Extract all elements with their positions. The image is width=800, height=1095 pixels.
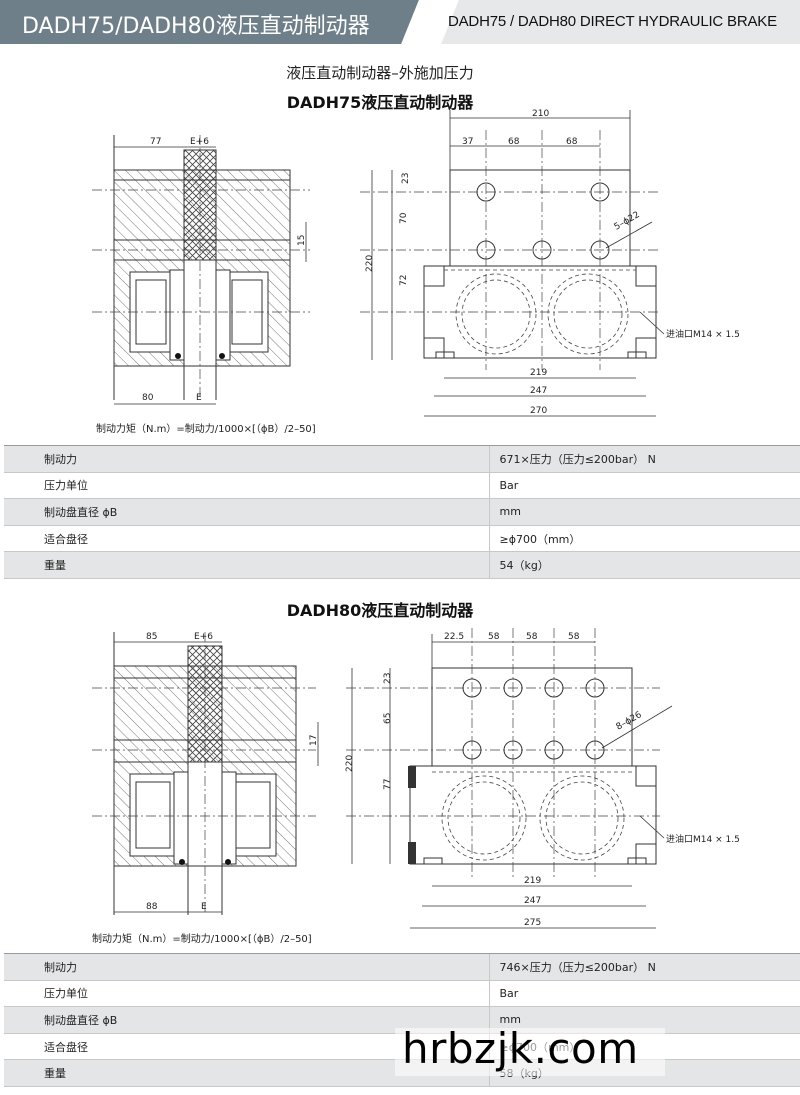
- dadh75-drawing: 77 E+6 15 80 E: [92, 109, 740, 417]
- dim-17: 17: [309, 735, 319, 746]
- oil-port-label: 进油口M14 × 1.5: [666, 833, 740, 845]
- table-row: 压力单位 Bar: [4, 979, 800, 1008]
- table-row: 制动力 671×压力（压力≤200bar） N: [4, 445, 800, 473]
- table-row: 适合盘径 ≥ϕ700（mm）: [4, 524, 800, 553]
- spec-label: 制动盘直径 ϕB: [4, 498, 489, 526]
- table-row: 制动力 746×压力（压力≤200bar） N: [4, 953, 800, 981]
- spec-value: ≥ϕ700（mm）: [488, 524, 800, 553]
- watermark-backdrop: [395, 1028, 665, 1076]
- dim-88: 88: [146, 902, 158, 912]
- dim-e: E: [201, 902, 207, 912]
- table-row: 制动盘直径 ϕB mm: [4, 498, 800, 526]
- watermark: hrbzjk.com: [402, 1024, 639, 1073]
- dadh75-torque-formula: 制动力矩（N.m）=制动力/1000×[（ϕB）/2–50]: [96, 424, 316, 435]
- spec-label: 制动力: [4, 445, 489, 473]
- dim-275: 275: [524, 918, 541, 928]
- hole-spec: 8–ϕ26: [615, 710, 644, 733]
- spec-label: 重量: [4, 551, 489, 579]
- spec-value: 671×压力（压力≤200bar） N: [488, 445, 800, 473]
- dim-58-a: 58: [488, 632, 500, 642]
- dim-68-a: 68: [508, 137, 520, 147]
- section-title: 液压直动制动器–外施加压力: [286, 64, 474, 82]
- page-title: DADH75/DADH80液压直动制动器: [22, 14, 370, 39]
- spec-label: 适合盘径: [4, 524, 489, 553]
- oil-port-label: 进油口M14 × 1.5: [666, 328, 740, 340]
- dadh80-title: DADH80液压直动制动器: [286, 601, 474, 620]
- spec-value: 54（kg）: [488, 551, 800, 579]
- dim-247: 247: [530, 386, 547, 396]
- spec-value: 746×压力（压力≤200bar） N: [488, 953, 800, 981]
- dim-77: 77: [150, 137, 161, 147]
- hole-spec: 5–ϕ22: [613, 210, 642, 232]
- dim-58-c: 58: [568, 632, 580, 642]
- dim-22-5: 22.5: [444, 632, 464, 642]
- header-title-bar: [0, 0, 430, 44]
- dim-219: 219: [530, 368, 547, 378]
- dim-80: 80: [142, 393, 154, 403]
- table-row: 重量 54（kg）: [4, 551, 800, 579]
- dim-210: 210: [532, 109, 549, 119]
- header-subtitle-bar: [430, 0, 800, 44]
- dim-247: 247: [524, 896, 541, 906]
- dim-219: 219: [524, 876, 541, 886]
- dim-15: 15: [297, 235, 307, 246]
- spec-label: 压力单位: [4, 979, 489, 1008]
- spec-label: 制动力: [4, 953, 489, 981]
- table-row: 压力单位 Bar: [4, 471, 800, 500]
- dim-220: 220: [345, 755, 355, 772]
- spec-value: mm: [488, 498, 800, 526]
- dadh80-torque-formula: 制动力矩（N.m）=制动力/1000×[（ϕB）/2–50]: [92, 934, 312, 945]
- dim-220: 220: [365, 255, 375, 272]
- dim-e-plus-6: E+6: [190, 137, 209, 147]
- dim-70: 70: [399, 212, 409, 224]
- dadh75-title: DADH75液压直动制动器: [286, 93, 474, 112]
- dim-68-b: 68: [566, 137, 578, 147]
- dim-23: 23: [401, 173, 411, 184]
- spec-value: Bar: [488, 471, 800, 500]
- dim-37: 37: [462, 137, 473, 147]
- dim-72: 72: [399, 275, 409, 286]
- dim-e-plus-6: E+6: [194, 632, 213, 642]
- dim-77: 77: [383, 779, 393, 790]
- spec-value: Bar: [488, 979, 800, 1008]
- dim-85: 85: [146, 632, 157, 642]
- spec-label: 压力单位: [4, 471, 489, 500]
- page-title-english: DADH75 / DADH80 DIRECT HYDRAULIC BRAKE: [448, 13, 777, 30]
- dim-65: 65: [383, 713, 393, 724]
- dim-23: 23: [383, 673, 393, 684]
- dim-e: E: [196, 393, 202, 403]
- dim-58-b: 58: [526, 632, 538, 642]
- dim-270: 270: [530, 406, 547, 416]
- dadh80-drawing: 85 E+6 17 88 E: [92, 628, 740, 929]
- dadh75-spec-table: 制动力 671×压力（压力≤200bar） N 压力单位 Bar 制动盘直径 ϕ…: [4, 445, 800, 579]
